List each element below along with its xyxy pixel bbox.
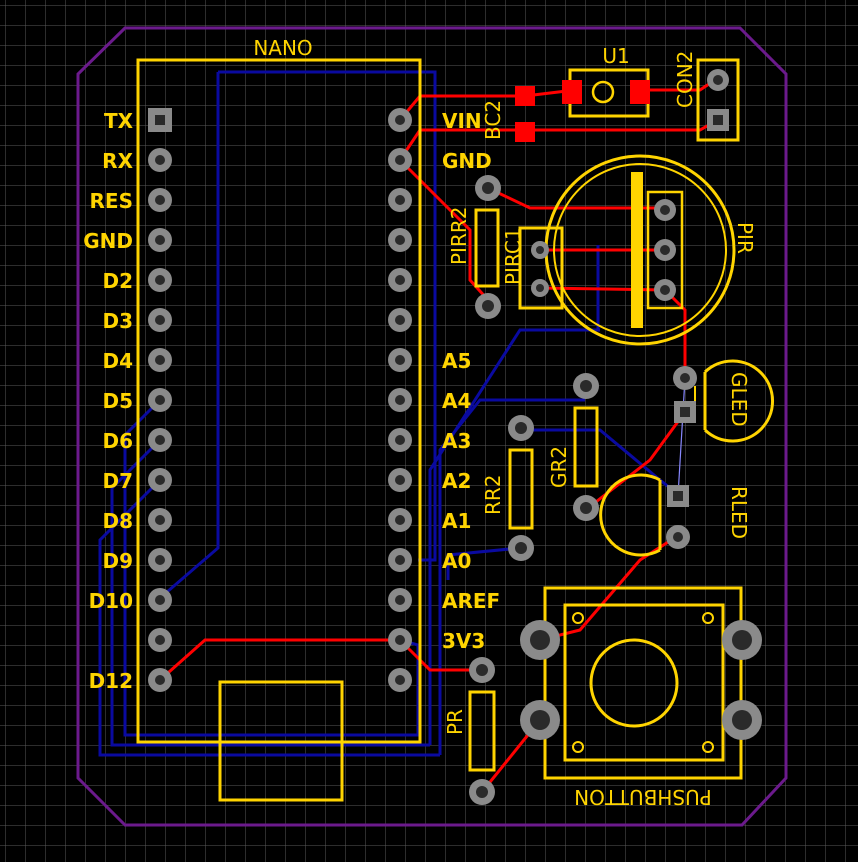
nano-pin-hole bbox=[395, 275, 405, 285]
nano-left-pin-label: D12 bbox=[89, 669, 133, 693]
nano-pin-hole bbox=[155, 315, 165, 325]
nano-pin-hole bbox=[395, 235, 405, 245]
con2-connector: CON2 bbox=[673, 51, 740, 142]
bc2-pad-1 bbox=[515, 86, 535, 106]
pirr2-resistor: PIRR2 bbox=[447, 175, 501, 319]
pr-label: PR bbox=[443, 709, 467, 735]
u1-pad-1 bbox=[562, 80, 582, 104]
nano-right-pin-label: 3V3 bbox=[442, 629, 485, 653]
nano-pin-hole bbox=[395, 155, 405, 165]
nano-label: NANO bbox=[253, 36, 312, 60]
nano-pin-hole bbox=[155, 275, 165, 285]
nano-left-pin-label: D2 bbox=[102, 269, 133, 293]
board-outline bbox=[76, 26, 788, 827]
rr2-resistor: RR2 bbox=[481, 415, 534, 561]
nano-pin-hole bbox=[155, 595, 165, 605]
nano-pin-hole bbox=[155, 515, 165, 525]
gled-led: GLED bbox=[673, 359, 775, 443]
nano-left-pin-label: D8 bbox=[102, 509, 133, 533]
nano-right-pin-label: AREF bbox=[442, 589, 500, 613]
bc2-pad-2 bbox=[515, 122, 535, 142]
nano-left-pin-label: D4 bbox=[102, 349, 133, 373]
nano-left-pin-label: D3 bbox=[102, 309, 133, 333]
nano-right-pin-label: GND bbox=[442, 149, 492, 173]
nano-pin-hole bbox=[395, 355, 405, 365]
pir-sensor: PIR bbox=[544, 154, 757, 346]
nano-pin-hole bbox=[395, 595, 405, 605]
nano-right-pin-label: VIN bbox=[442, 109, 482, 133]
nano-right-pin-label: A1 bbox=[442, 509, 471, 533]
u1-pad-2 bbox=[630, 80, 650, 104]
nano-pin-hole bbox=[155, 115, 165, 125]
nano-right-pin-label: A5 bbox=[442, 349, 471, 373]
nano-pin-hole bbox=[395, 515, 405, 525]
nano-pin-hole bbox=[155, 475, 165, 485]
nano-pin-hole bbox=[155, 355, 165, 365]
nano-left-pin-label: RES bbox=[90, 189, 133, 213]
ratsnest-line bbox=[677, 377, 686, 497]
nano-pin-hole bbox=[395, 115, 405, 125]
nano-left-pin-label: D5 bbox=[102, 389, 133, 413]
bc2-label: BC2 bbox=[481, 100, 505, 140]
pushbutton-switch: PUSHBUTTON bbox=[520, 586, 762, 809]
nano-right-pin-label: A4 bbox=[442, 389, 471, 413]
pirc1-label: PIRC1 bbox=[501, 227, 525, 285]
gr2-resistor: GR2 bbox=[547, 373, 599, 521]
pirr2-label: PIRR2 bbox=[447, 207, 471, 265]
nano-left-pin-label: D9 bbox=[102, 549, 133, 573]
usb-connector-outline bbox=[218, 680, 344, 802]
nano-pin-hole bbox=[155, 675, 165, 685]
nano-footprint: NANO bbox=[136, 36, 422, 802]
nano-pin-hole bbox=[395, 555, 405, 565]
nano-pin-hole bbox=[395, 435, 405, 445]
u1-label: U1 bbox=[602, 44, 629, 68]
nano-pin-hole bbox=[155, 395, 165, 405]
pr-resistor: PR bbox=[443, 657, 496, 805]
nano-pin-hole bbox=[155, 195, 165, 205]
nano-left-pin-label: D7 bbox=[102, 469, 133, 493]
nano-right-pin-label: A0 bbox=[442, 549, 471, 573]
gled-label: GLED bbox=[727, 372, 751, 427]
gr2-label: GR2 bbox=[547, 446, 571, 488]
pirc1-capacitor: PIRC1 bbox=[501, 226, 564, 310]
nano-pin-hole bbox=[395, 195, 405, 205]
pir-label: PIR bbox=[733, 222, 757, 254]
nano-left-pin-label: GND bbox=[83, 229, 133, 253]
u1-component: U1 bbox=[562, 44, 650, 118]
nano-left-pin-label: D6 bbox=[102, 429, 133, 453]
con2-label: CON2 bbox=[673, 51, 697, 108]
nano-pin-hole bbox=[155, 155, 165, 165]
nano-pin-hole bbox=[155, 435, 165, 445]
nano-pin-hole bbox=[395, 395, 405, 405]
pushbutton-label: PUSHBUTTON bbox=[574, 785, 712, 809]
nano-left-pin-label: D10 bbox=[89, 589, 133, 613]
rled-label: RLED bbox=[727, 486, 751, 539]
nano-right-pin-label: A2 bbox=[442, 469, 471, 493]
nano-pins bbox=[148, 108, 412, 692]
bc2-capacitor: BC2 bbox=[481, 86, 535, 142]
nano-left-pin-label: TX bbox=[104, 109, 134, 133]
nano-pin-hole bbox=[155, 235, 165, 245]
nano-pin-hole bbox=[155, 635, 165, 645]
rr2-label: RR2 bbox=[481, 474, 505, 515]
nano-left-pin-label: RX bbox=[102, 149, 133, 173]
nano-pin-hole bbox=[395, 675, 405, 685]
rled-led: RLED bbox=[599, 473, 751, 557]
nano-pin-hole bbox=[155, 555, 165, 565]
nano-pin-hole bbox=[395, 315, 405, 325]
nano-pin-hole bbox=[395, 475, 405, 485]
nano-right-pin-label: A3 bbox=[442, 429, 471, 453]
nano-pin-hole bbox=[395, 635, 405, 645]
